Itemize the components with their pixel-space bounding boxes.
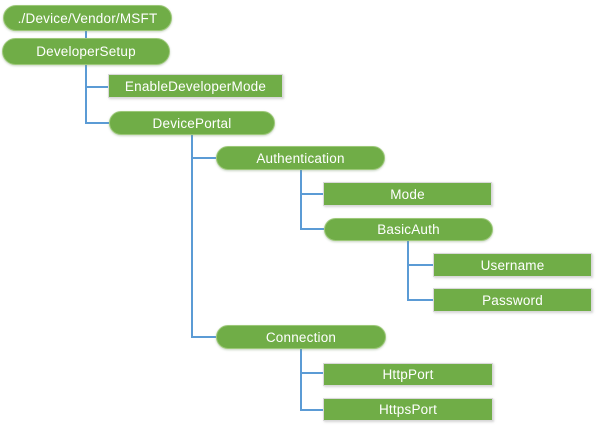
node-label: Authentication — [256, 150, 345, 166]
node-connection: Connection — [216, 325, 386, 349]
node-label: BasicAuth — [377, 222, 440, 237]
node-developersetup: DeveloperSetup — [2, 38, 170, 65]
node-label: HttpPort — [382, 367, 434, 382]
connector-stub-mode — [300, 193, 323, 195]
connector-stub-authentication — [191, 157, 216, 159]
node-label: DeveloperSetup — [36, 44, 136, 59]
node-httpsport: HttpsPort — [323, 398, 493, 421]
connector-stub-httpsport — [300, 409, 323, 411]
connector-root-developersetup — [85, 31, 87, 38]
connector-trunk-basicauth — [407, 241, 409, 301]
connector-stub-httpport — [300, 372, 323, 374]
node-password: Password — [433, 288, 592, 312]
node-label: Username — [480, 257, 545, 273]
node-label: HttpsPort — [378, 402, 438, 417]
connector-trunk-deviceportal — [191, 135, 193, 338]
node-label: Password — [482, 292, 543, 308]
node-basicauth: BasicAuth — [324, 218, 493, 241]
node-deviceportal: DevicePortal — [109, 111, 275, 135]
node-username: Username — [433, 253, 592, 277]
node-device-vendor-msft: ./Device/Vendor/MSFT — [3, 5, 172, 31]
connector-stub-basicauth — [300, 228, 324, 230]
connector-trunk-authentication — [300, 170, 302, 230]
connector-trunk-connection — [300, 349, 302, 411]
node-label: Connection — [265, 329, 337, 345]
node-label: EnableDeveloperMode — [124, 78, 267, 94]
connector-trunk-developersetup — [85, 65, 87, 123]
node-authentication: Authentication — [216, 146, 385, 170]
connector-stub-username — [407, 264, 433, 266]
connector-stub-password — [407, 299, 433, 301]
node-mode: Mode — [323, 182, 492, 206]
node-httpport: HttpPort — [323, 363, 493, 386]
connector-stub-enabledevelopermode — [85, 86, 108, 88]
node-enabledevelopermode: EnableDeveloperMode — [108, 74, 283, 98]
connector-stub-connection — [191, 336, 216, 338]
node-label: ./Device/Vendor/MSFT — [17, 10, 158, 26]
node-label: Mode — [390, 186, 425, 202]
connector-stub-deviceportal — [85, 122, 109, 124]
node-label: DevicePortal — [152, 115, 232, 131]
